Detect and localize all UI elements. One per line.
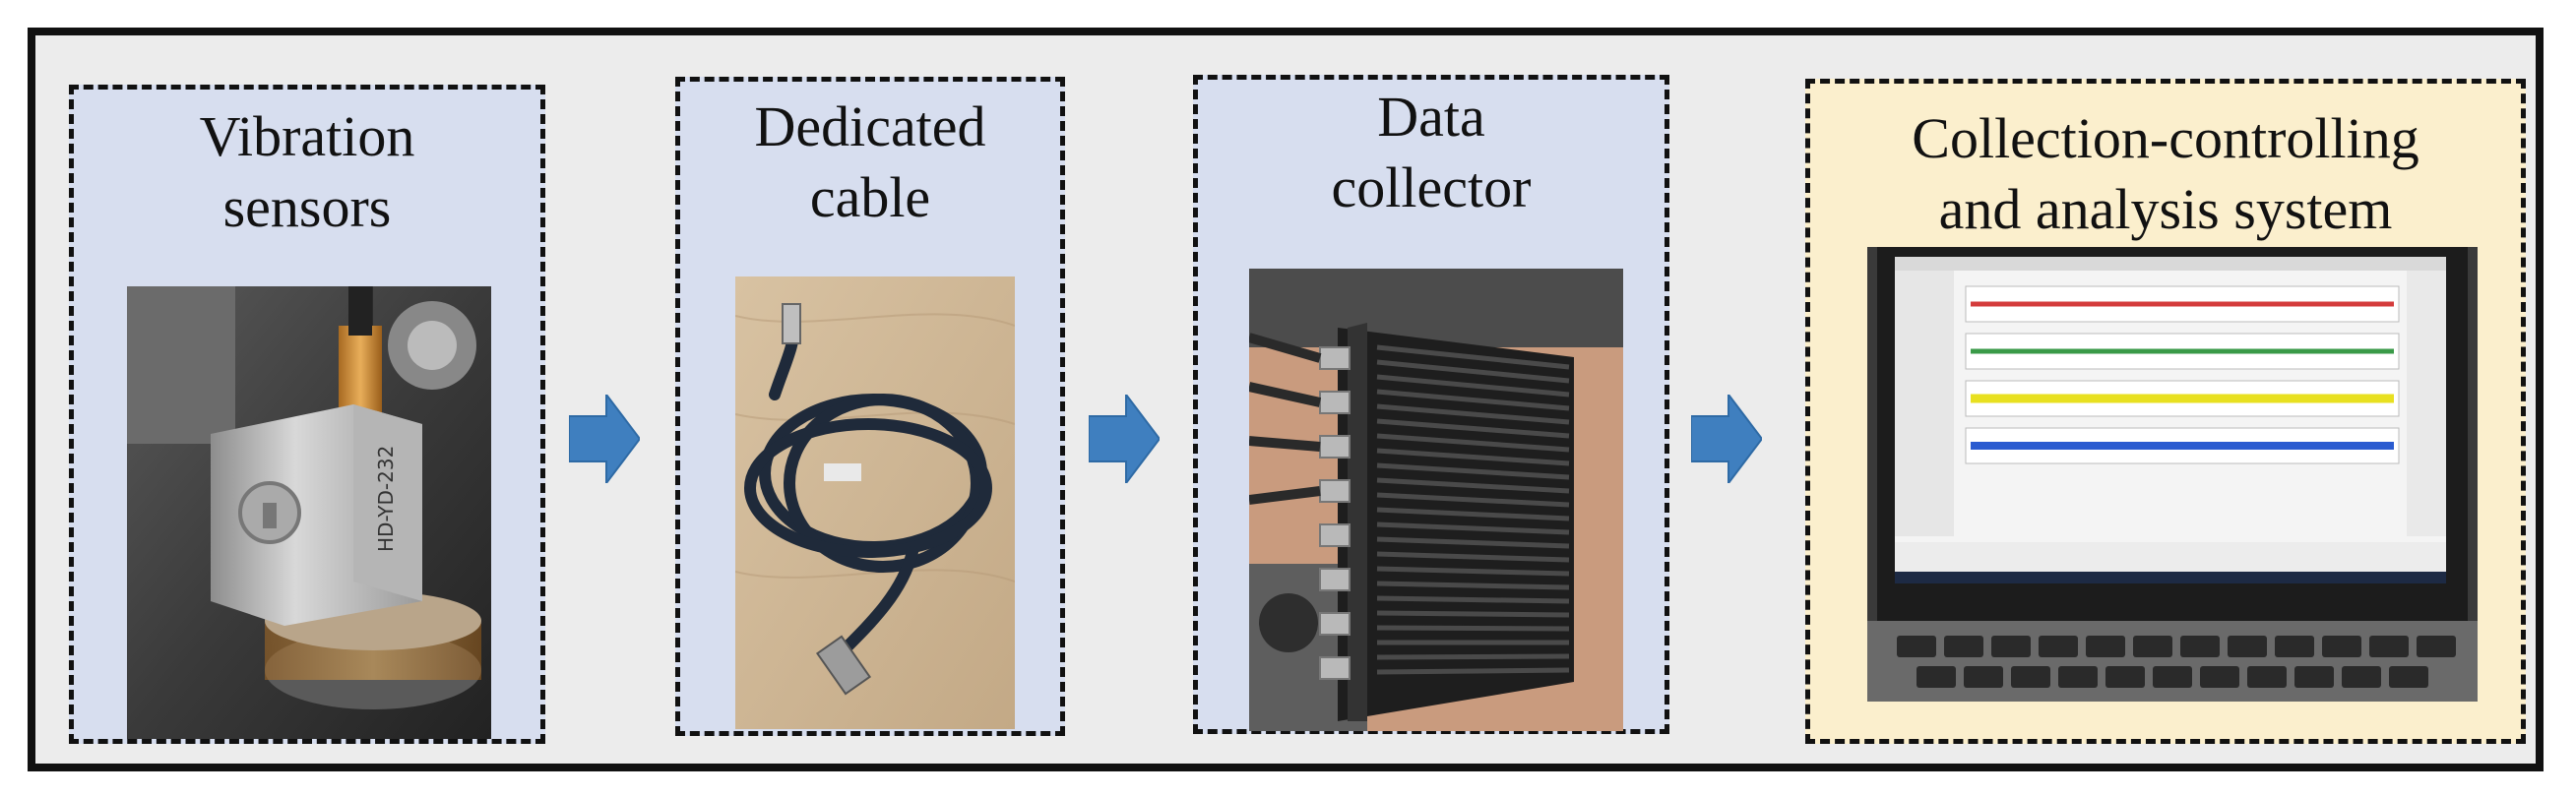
laptop-analysis-photo [1867, 247, 2478, 702]
stage-data-collector: Data collector [1193, 75, 1669, 734]
arrow-icon [1691, 395, 1762, 483]
arrow-icon [1089, 395, 1160, 483]
arrow-icon [569, 395, 640, 483]
stage-dedicated-cable: Dedicated cable [675, 77, 1065, 736]
dedicated-cable-photo [735, 276, 1015, 729]
data-collector-photo [1249, 269, 1623, 731]
stage-title: Vibration sensors [199, 104, 415, 239]
vibration-sensor-photo: HD-YD-232 [127, 286, 491, 739]
diagram-frame: Vibration sensors [28, 28, 2544, 771]
stage-title: Data collector [1331, 85, 1532, 219]
stage-analysis-system: Collection-controlling and analysis syst… [1805, 79, 2526, 744]
stage-title: Dedicated cable [754, 94, 986, 229]
sensor-marking: HD-YD-232 [374, 446, 398, 552]
stage-title: Collection-controlling and analysis syst… [1912, 106, 2419, 241]
stage-vibration-sensors: Vibration sensors [69, 85, 545, 744]
